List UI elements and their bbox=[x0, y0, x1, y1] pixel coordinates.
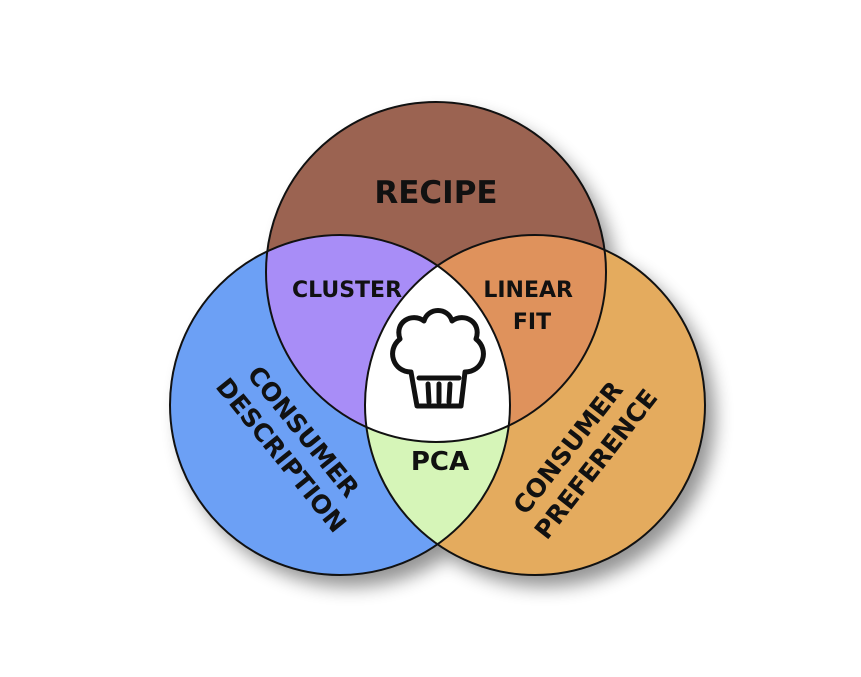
cluster-label: CLUSTER bbox=[292, 278, 402, 303]
chef-hat-icon bbox=[390, 308, 486, 409]
pca-label: PCA bbox=[411, 447, 469, 477]
venn-outlines bbox=[169, 101, 706, 576]
recipe-label: RECIPE bbox=[374, 175, 497, 211]
linear-fit-label: LINEAR FIT bbox=[483, 278, 580, 335]
